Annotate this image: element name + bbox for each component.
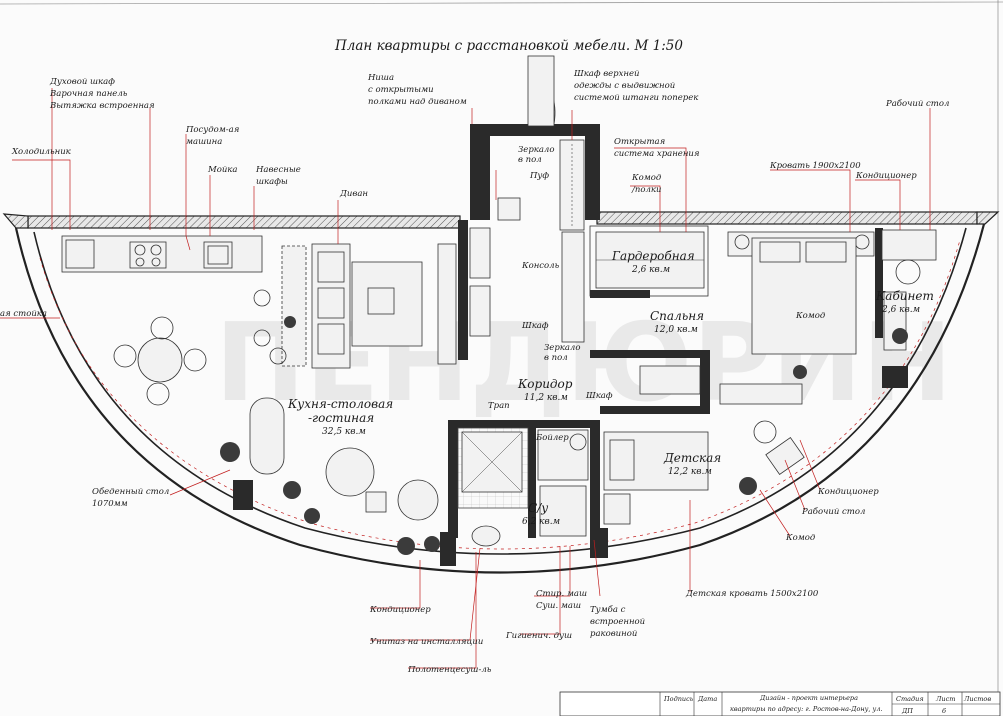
hall-furniture	[469, 55, 585, 343]
interior-walls	[448, 124, 883, 538]
label-dishwasher: Посудом-ая	[185, 125, 240, 135]
room-kids-name: Детская	[663, 451, 721, 465]
label-dining-table: Обеденный стол	[92, 486, 169, 497]
label-dishwasher-2: машина	[186, 137, 222, 147]
stamp-date: Дата	[697, 695, 717, 703]
bedroom-furniture	[595, 229, 937, 405]
room-kitchen-name: Кухня-столовая	[287, 397, 393, 411]
stamp-stage: Стадия	[896, 695, 924, 703]
label-desk-2: Рабочий стол	[801, 506, 865, 517]
label-open-storage: Открытая	[614, 137, 666, 147]
label-dryer: Суш. маш	[536, 601, 581, 611]
label-desk-1: Рабочий стол	[885, 98, 949, 109]
room-corridor-area: 11,2 кв.м	[524, 393, 568, 403]
kitchen-furniture	[61, 235, 457, 521]
label-ac-3: Кондиционер	[817, 487, 879, 497]
room-corridor-name: Коридор	[517, 377, 573, 391]
label-wall-cabinets: Навесные	[255, 165, 301, 175]
label-wall-cabinets-2: шкафы	[256, 177, 288, 187]
label-dining-table-size: 1070мм	[92, 499, 128, 509]
room-wardrobe-area: 2,6 кв.м	[631, 265, 670, 275]
bathroom-furniture	[461, 429, 589, 547]
label-mirror-1b: в пол	[518, 155, 542, 165]
label-kids-bed: Детская кровать 1500х2100	[685, 589, 819, 599]
label-hygienic-shower: Гигиенич. душ	[505, 631, 572, 641]
title-block: Подпись Дата Дизайн - проект интерьера к…	[559, 691, 1001, 717]
label-boiler: Бойлер	[535, 433, 569, 443]
label-cabinet-2: Шкаф	[585, 391, 613, 401]
room-kitchen-area: 32,5 кв.м	[322, 427, 366, 437]
label-mirror-2b: в пол	[544, 353, 568, 363]
label-niche-3: полками над диваном	[368, 97, 467, 107]
label-dresser-kids: Комод	[785, 533, 816, 543]
label-pouf: Пуф	[529, 171, 549, 181]
room-kitchen-name-2: -гостиная	[308, 411, 374, 425]
leader-lines	[0, 88, 931, 669]
label-hood: Вытяжка встроенная	[49, 101, 155, 111]
kids-furniture	[603, 420, 805, 525]
label-sofa: Диван	[339, 189, 368, 199]
label-bed: Кровать 1900х2100	[769, 161, 861, 171]
label-open-storage-2: система хранения	[614, 149, 700, 159]
room-bathroom-name: С/у	[528, 501, 548, 515]
label-outer-wardrobe-2: одежды с выдвижной	[574, 81, 675, 91]
equipment-labels: Духовой шкаф Варочная панель Вытяжка вст…	[0, 69, 949, 675]
label-hob: Варочная панель	[49, 89, 128, 99]
label-niche-2: с открытыми	[368, 85, 434, 95]
label-ac-2: Кондиционер	[369, 605, 431, 615]
label-fridge: Холодильник	[11, 147, 72, 157]
label-dresser-shelves-2: /полки	[631, 185, 661, 195]
label-mirror-2: Зеркало	[544, 343, 580, 353]
stamp-sheets: Листов	[963, 695, 991, 703]
stamp-sheet: Лист	[935, 695, 955, 703]
room-wardrobe-name: Гардеробная	[611, 249, 695, 263]
room-bedroom-area: 12,0 кв.м	[654, 325, 698, 335]
label-outer-wardrobe-3: системой штанги поперек	[574, 93, 699, 103]
room-labels: Кухня-столовая -гостиная 32,5 кв.м Корид…	[287, 249, 934, 527]
room-study-name: Кабинет	[875, 289, 934, 303]
plan-title: План квартиры с расстановкой мебели. М 1…	[334, 38, 683, 54]
label-dresser-shelves: Комод	[631, 173, 662, 183]
label-washer: Стир. маш	[536, 589, 587, 599]
stamp-design: Дизайн - проект интерьера	[759, 694, 858, 702]
label-niche: Ниша	[367, 73, 394, 83]
label-toilet: Унитаз на инсталляции	[370, 637, 483, 647]
label-bar-stand: ая стойка	[0, 309, 47, 319]
room-study-area: 2,6 кв.м	[881, 305, 920, 315]
label-outer-wardrobe: Шкаф верхней	[573, 69, 640, 79]
room-kids-area: 12,2 кв.м	[668, 467, 712, 477]
label-vanity-2: встроенной	[590, 617, 645, 627]
label-ac-1: Кондиционер	[855, 171, 917, 181]
room-bathroom-area: 6,2 кв.м	[522, 517, 560, 527]
label-console: Консоль	[521, 261, 560, 271]
label-vanity: Тумба с	[590, 604, 626, 615]
label-dresser-bedroom: Комод	[795, 311, 826, 321]
label-mirror-1: Зеркало	[518, 145, 554, 155]
plants	[220, 316, 908, 555]
label-oven: Духовой шкаф	[49, 77, 115, 87]
label-drain: Трап	[488, 401, 510, 411]
label-vanity-3: раковиной	[590, 629, 637, 639]
stamp-design-address: квартиры по адресу: г. Ростов-на-Дону, у…	[730, 705, 883, 713]
label-cabinet-1: Шкаф	[521, 321, 549, 331]
room-bedroom-name: Спальня	[650, 309, 704, 323]
stamp-signature: Подпись	[663, 695, 694, 703]
stamp-sheet-number: 6	[942, 707, 946, 715]
stamp-dp: ДП	[901, 707, 913, 715]
label-sink: Мойка	[207, 165, 237, 175]
label-towel-dryer: Полотенцесуш-ль	[407, 665, 492, 675]
outer-walls	[2, 211, 1000, 574]
